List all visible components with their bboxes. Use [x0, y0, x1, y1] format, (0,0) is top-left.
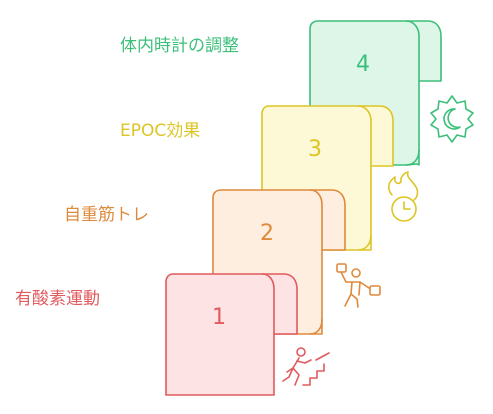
- step-number-3: 3: [308, 137, 322, 162]
- weightlifting-person-icon: [336, 263, 381, 308]
- step-number-2: 2: [260, 221, 274, 246]
- step-label-4: 体内時計の調整: [120, 36, 239, 56]
- scroll-step-1: [165, 273, 298, 396]
- step-label-3: EPOC効果: [120, 121, 200, 141]
- step-number-1: 1: [212, 305, 226, 330]
- fire-clock-icon: [387, 171, 419, 222]
- step-label-2: 自重筋トレ: [64, 205, 149, 225]
- step-label-1: 有酸素運動: [15, 289, 100, 309]
- moon-sun-icon: [430, 95, 474, 143]
- stairs-running-person-icon: [282, 347, 330, 386]
- step-number-4: 4: [356, 52, 370, 77]
